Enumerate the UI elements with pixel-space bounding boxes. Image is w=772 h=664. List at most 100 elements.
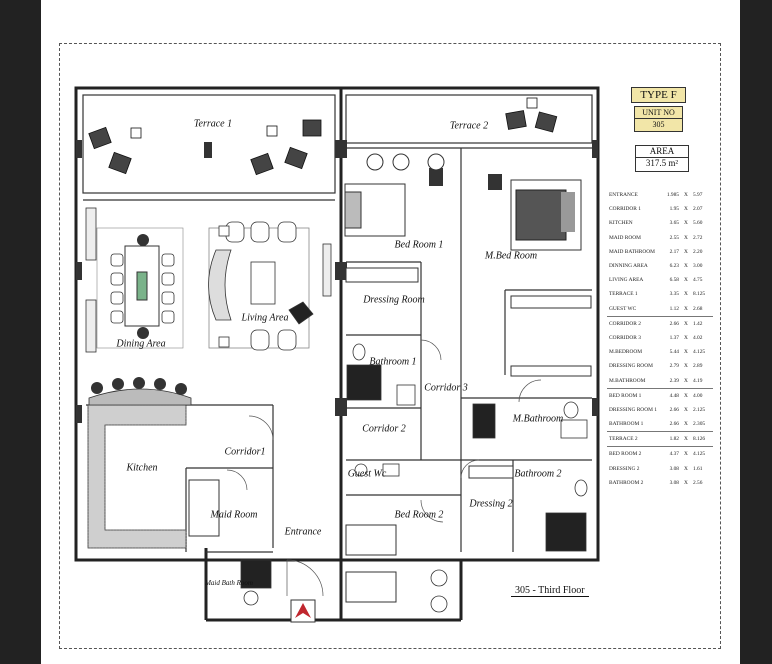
schedule-cell-b: 2.68 — [693, 305, 703, 312]
room-label-bedroom-1: Bed Room 1 — [394, 239, 444, 251]
maid-bed — [188, 479, 220, 537]
schedule-cell-x: X — [684, 349, 688, 356]
room-label-bedroom-2: Bed Room 2 — [394, 509, 444, 521]
schedule-cell-a: 2.17 — [669, 248, 679, 255]
schedule-cell-b: 2.72 — [693, 234, 703, 241]
terrace-chairs — [88, 97, 558, 176]
area-value: 317.5 m² — [636, 157, 688, 169]
schedule-cell-name: BATHROOM 1 — [609, 421, 644, 428]
schedule-cell-x: X — [684, 305, 688, 312]
schedule-cell-name: M.BEDROOM — [609, 349, 643, 356]
schedule-cell-a: 1.37 — [669, 334, 679, 341]
room-label-terrace-1: Terrace 1 — [193, 118, 233, 130]
schedule-cell-b: 4.02 — [693, 334, 703, 341]
schedule-cell-name: DRESSING ROOM 1 — [609, 406, 657, 413]
schedule-cell-b: 4.00 — [691, 387, 713, 403]
room-label-maid-room: Maid Room — [210, 509, 258, 521]
schedule-cell-a: 2.39 — [669, 377, 679, 384]
schedule-cell-x: X — [684, 234, 688, 241]
beds — [344, 153, 582, 251]
schedule-cell-name: CORRIDOR 1 — [609, 206, 641, 213]
schedule-cell-x: X — [681, 431, 691, 447]
schedule-cell-x: X — [684, 377, 688, 384]
schedule-cell-a: 1.95 — [669, 206, 679, 213]
schedule-cell-name: BATHROOM 2 — [609, 479, 644, 486]
schedule-cell-name: MAID ROOM — [609, 234, 641, 241]
unit-no-value: 305 — [635, 118, 682, 130]
living-furniture — [85, 207, 332, 353]
schedule-cell-x: X — [684, 291, 688, 298]
schedule-row: TERRACE 1 3.35 X 8.125 — [607, 287, 713, 301]
schedule-cell-x: X — [681, 387, 691, 403]
kitchen-counter — [87, 377, 192, 549]
floor-plan-drawing — [74, 86, 600, 623]
bathroom-fixtures — [240, 343, 588, 613]
schedule-cell-a: 3.08 — [669, 465, 679, 472]
room-label-dressing-2: Dressing 2 — [469, 498, 513, 510]
schedule-cell-b: 2.20 — [693, 248, 703, 255]
room-label-dressing-room: Dressing Room — [363, 294, 425, 306]
schedule-cell-b: 8.125 — [693, 291, 706, 298]
schedule-cell-b: 4.125 — [691, 446, 713, 462]
schedule-cell-name: CORRIDOR 2 — [607, 315, 663, 331]
room-label-terrace-2: Terrace 2 — [449, 120, 489, 132]
schedule-cell-x: X — [684, 406, 688, 413]
schedule-cell-name: BED ROOM 2 — [607, 446, 663, 462]
dashed-border-frame — [59, 43, 721, 649]
schedule-cell-x: X — [684, 248, 688, 255]
room-label-bathroom-1: Bathroom 1 — [369, 356, 417, 368]
schedule-cell-name: DRESSING ROOM — [609, 363, 653, 370]
schedule-cell-name: LIVING AREA — [609, 277, 644, 284]
schedule-cell-name: TERRACE 1 — [609, 291, 638, 298]
room-label-bathroom-2: Bathroom 2 — [514, 468, 562, 480]
schedule-cell-a: 6.23 — [669, 263, 679, 270]
schedule-cell-name: TERRACE 2 — [607, 431, 663, 447]
schedule-cell-b: 2.07 — [693, 206, 703, 213]
schedule-cell-a: 3.65 — [669, 220, 679, 227]
schedule-cell-a: 1.82 — [663, 431, 681, 447]
schedule-cell-a: 2.66 — [663, 315, 681, 331]
schedule-cell-name: GUEST WC — [609, 305, 637, 312]
structural-columns — [76, 140, 598, 423]
schedule-cell-name: MAID BATHROOM — [609, 248, 655, 255]
schedule-cell-a: 2.66 — [669, 406, 679, 413]
schedule-row: CORRIDOR 1 1.95 X 2.07 — [607, 202, 713, 216]
schedule-cell-x: X — [684, 363, 688, 370]
floor-title: 305 - Third Floor — [511, 585, 589, 597]
room-label-master-bedroom: M.Bed Room — [484, 250, 538, 262]
schedule-cell-b: 4.75 — [693, 277, 703, 284]
schedule-cell-b: 4.125 — [693, 349, 706, 356]
room-label-corridor-2: Corridor 2 — [362, 423, 406, 435]
schedule-cell-b: 2.305 — [693, 421, 706, 428]
schedule-cell-a: 2.55 — [669, 234, 679, 241]
room-label-corridor-3: Corridor 3 — [424, 382, 468, 394]
schedule-cell-b: 8.126 — [691, 431, 713, 447]
schedule-cell-x: X — [684, 421, 688, 428]
room-label-entrance: Entrance — [284, 526, 322, 538]
type-label: TYPE F — [631, 87, 686, 103]
schedule-cell-a: 1.12 — [669, 305, 679, 312]
schedule-cell-a: 1.985 — [666, 192, 679, 199]
schedule-cell-b: 3.00 — [693, 263, 703, 270]
schedule-cell-name: DINNING AREA — [609, 263, 648, 270]
schedule-cell-a: 3.35 — [669, 291, 679, 298]
schedule-cell-name: KITCHEN — [609, 220, 633, 227]
schedule-cell-x: X — [684, 206, 688, 213]
schedule-cell-x: X — [684, 192, 688, 199]
schedule-cell-x: X — [684, 479, 688, 486]
